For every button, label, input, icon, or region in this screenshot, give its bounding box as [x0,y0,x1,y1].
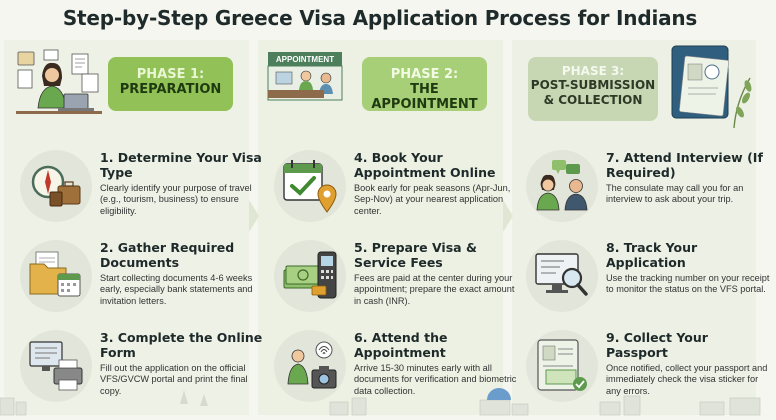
interview-people-icon [536,160,588,211]
phase-1-banner: PHASE 1: PREPARATION [108,57,233,111]
step-3-title: 3. Complete the Online Form [100,330,263,360]
biometric-camera-icon [287,341,337,389]
step-2-icon-circle [20,240,92,312]
folder-calendar-icon [29,251,81,297]
phase-3-label: PHASE 3: [561,64,625,78]
step-8-title: 8. Track Your Application [606,240,698,270]
step-2: 2. Gather Required Documents Start colle… [20,240,270,330]
phase-1-label: PHASE 1: [136,67,205,82]
step-3-icon-circle [20,330,92,402]
monitor-magnifier-icon [535,253,588,296]
step-3-description: Fill out the application on the official… [100,363,248,396]
phase-1-title: PREPARATION [119,82,222,97]
step-6: 6. Attend the Appointment Arrive 15-30 m… [274,330,524,420]
compass-luggage-icon [31,165,81,207]
phase-2-title: THE APPOINTMENT [371,82,478,112]
step-6-icon-circle [274,330,346,402]
appointment-sign-text: APPOINTMENT [276,55,334,64]
step-8-icon-circle [526,240,598,312]
phase-2-label: PHASE 2: [390,67,459,82]
step-5: 5. Prepare Visa & Service Fees Fees are … [274,240,524,330]
phase-2-banner: PHASE 2: THE APPOINTMENT [362,57,487,112]
step-3: 3. Complete the Online Form Fill out the… [20,330,270,420]
step-4-description: Book early for peak seasons (Apr-Jun, Se… [354,183,511,216]
step-1: 1. Determine Your Visa Type Clearly iden… [20,150,270,240]
passport-olive-illustration [671,45,752,129]
step-9-description: Once notified, collect your passport and… [606,363,768,396]
step-2-title: 2. Gather Required Documents [100,240,235,270]
greek-skyline-decoration [0,388,761,416]
step-4-icon-circle [274,150,346,222]
step-1-icon-circle [20,150,92,222]
calendar-pin-icon [283,160,337,213]
step-9: 9. Collect Your Passport Once notified, … [526,330,776,420]
step-4: 4. Book Your Appointment Online Book ear… [274,150,524,240]
step-1-description: Clearly identify your purpose of travel … [100,183,252,216]
phase-3-banner: PHASE 3: POST-SUBMISSION & COLLECTION [528,57,658,121]
step-9-title: 9. Collect Your Passport [606,330,708,360]
step-9-icon-circle [526,330,598,402]
step-2-description: Start collecting documents 4-6 weeks ear… [100,273,253,306]
step-7-description: The consulate may call you for an interv… [606,183,744,205]
cash-card-reader-icon [283,251,337,299]
step-1-title: 1. Determine Your Visa Type [100,150,262,180]
step-5-icon-circle [274,240,346,312]
chevron-right-icon [503,200,513,232]
chevron-right-icon [249,200,259,232]
step-8-description: Use the tracking number on your receipt … [606,273,770,295]
step-8: 8. Track Your Application Use the tracki… [526,240,776,330]
step-6-title: 6. Attend the Appointment [354,330,448,360]
page-title: Step-by-Step Greece Visa Application Pro… [62,6,698,30]
phase-3-title-line2: & COLLECTION [543,93,643,107]
step-7-title: 7. Attend Interview (If Required) [606,150,763,180]
appointment-counter-illustration: APPOINTMENT [267,52,343,101]
computer-printer-icon [29,341,83,391]
step-5-description: Fees are paid at the center during your … [354,273,515,306]
step-7: 7. Attend Interview (If Required) The co… [526,150,776,240]
step-5-title: 5. Prepare Visa & Service Fees [354,240,477,270]
woman-laptop-illustration [16,49,102,114]
step-7-icon-circle [526,150,598,222]
passport-visa-icon [537,339,587,391]
step-6-description: Arrive 15-30 minutes early with all docu… [354,363,517,396]
phase-3-title-line1: POST-SUBMISSION [530,78,656,92]
step-4-title: 4. Book Your Appointment Online [354,150,496,180]
